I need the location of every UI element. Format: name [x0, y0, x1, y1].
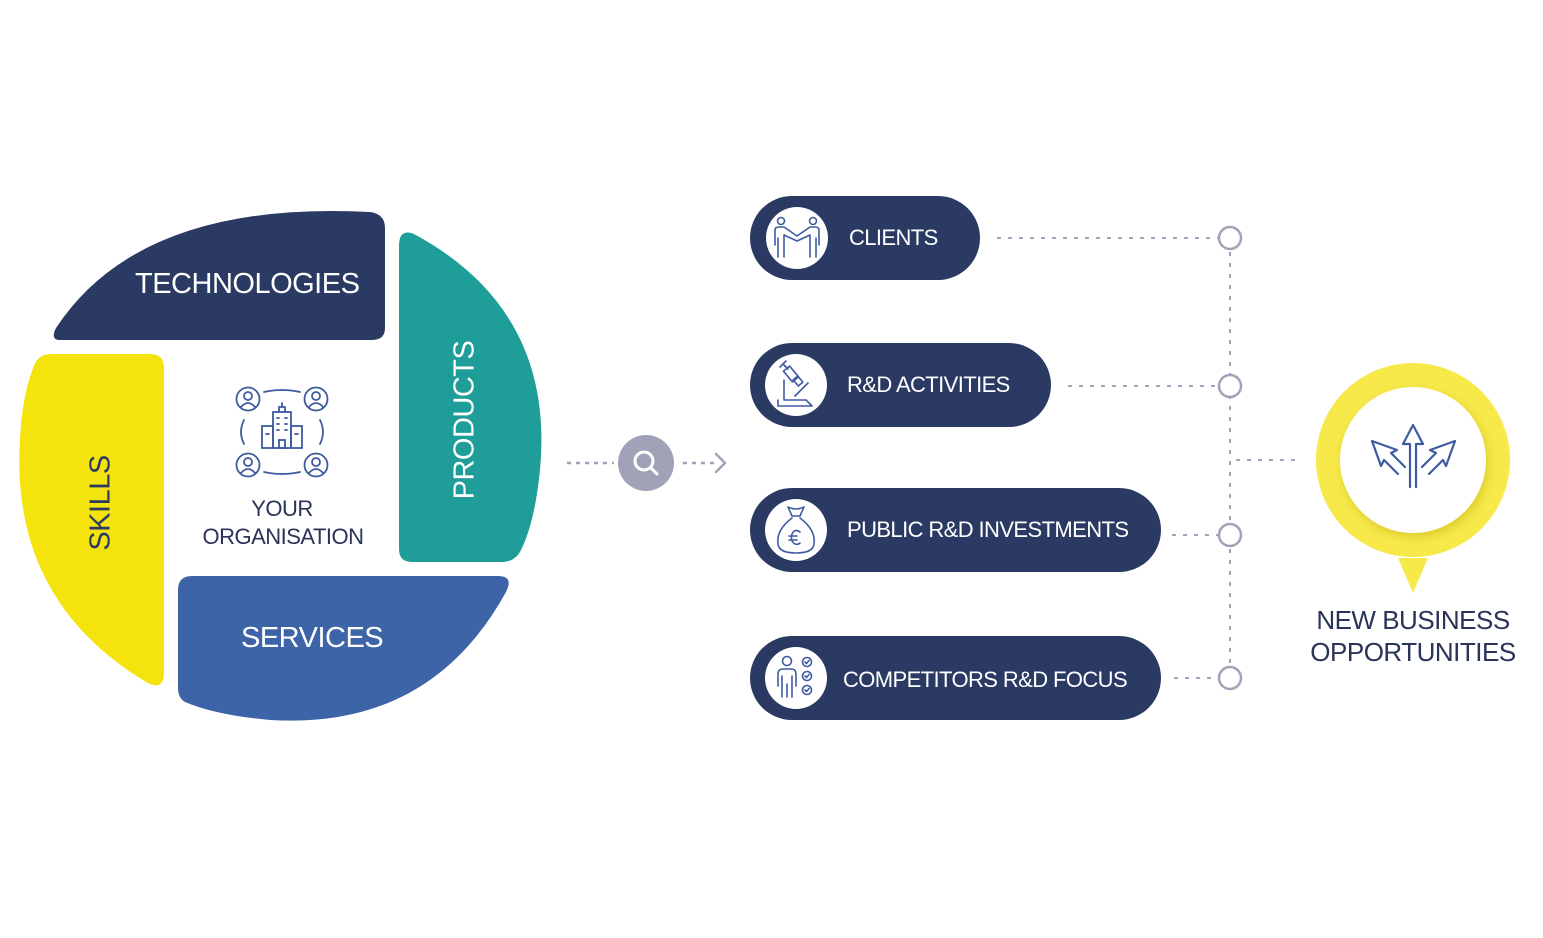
insight-pill-rd-activities[interactable] — [750, 343, 1051, 427]
insight-label-clients: CLIENTS — [849, 225, 938, 250]
center-label-line2: ORGANISATION — [202, 524, 364, 549]
outcome-label-line1: NEW BUSINESS — [1316, 605, 1510, 635]
arrow-right-icon — [714, 452, 727, 474]
handshake-people-icon — [774, 216, 820, 258]
insight-pill-public-rd-investments[interactable] — [750, 488, 1161, 572]
segment-label-skills: SKILLS — [84, 455, 117, 551]
outcome-label-line2: OPPORTUNITIES — [1310, 637, 1516, 667]
insight-pill-clients[interactable] — [750, 196, 980, 280]
euro-money-bag-icon — [776, 506, 816, 554]
insight-label-rd-activities: R&D ACTIVITIES — [847, 372, 1010, 397]
search-icon — [633, 450, 659, 476]
microscope-icon — [777, 360, 813, 407]
outcome-marker — [1316, 363, 1510, 593]
search-button[interactable] — [618, 435, 674, 491]
connector-node — [1217, 522, 1243, 548]
connector-node — [1217, 665, 1243, 691]
insight-label-competitors-rd-focus: COMPETITORS R&D FOCUS — [843, 667, 1128, 692]
segment-services — [178, 576, 509, 721]
segment-label-technologies: TECHNOLOGIES — [135, 268, 360, 300]
insight-label-public-rd-investments: PUBLIC R&D INVESTMENTS — [847, 517, 1129, 542]
organisation-network-icon — [235, 386, 329, 478]
segment-skills — [19, 354, 164, 686]
center-label-line1: YOUR — [251, 496, 313, 521]
segment-products — [399, 232, 542, 562]
connector-node — [1217, 373, 1243, 399]
segment-label-products: PRODUCTS — [448, 340, 481, 500]
diverging-arrows-icon — [1370, 423, 1457, 489]
insight-pill-competitors-rd-focus[interactable] — [750, 636, 1161, 720]
segment-technologies — [53, 210, 385, 340]
person-checklist-icon — [777, 655, 813, 698]
connector-node — [1217, 225, 1243, 251]
segment-label-services: SERVICES — [241, 622, 384, 654]
